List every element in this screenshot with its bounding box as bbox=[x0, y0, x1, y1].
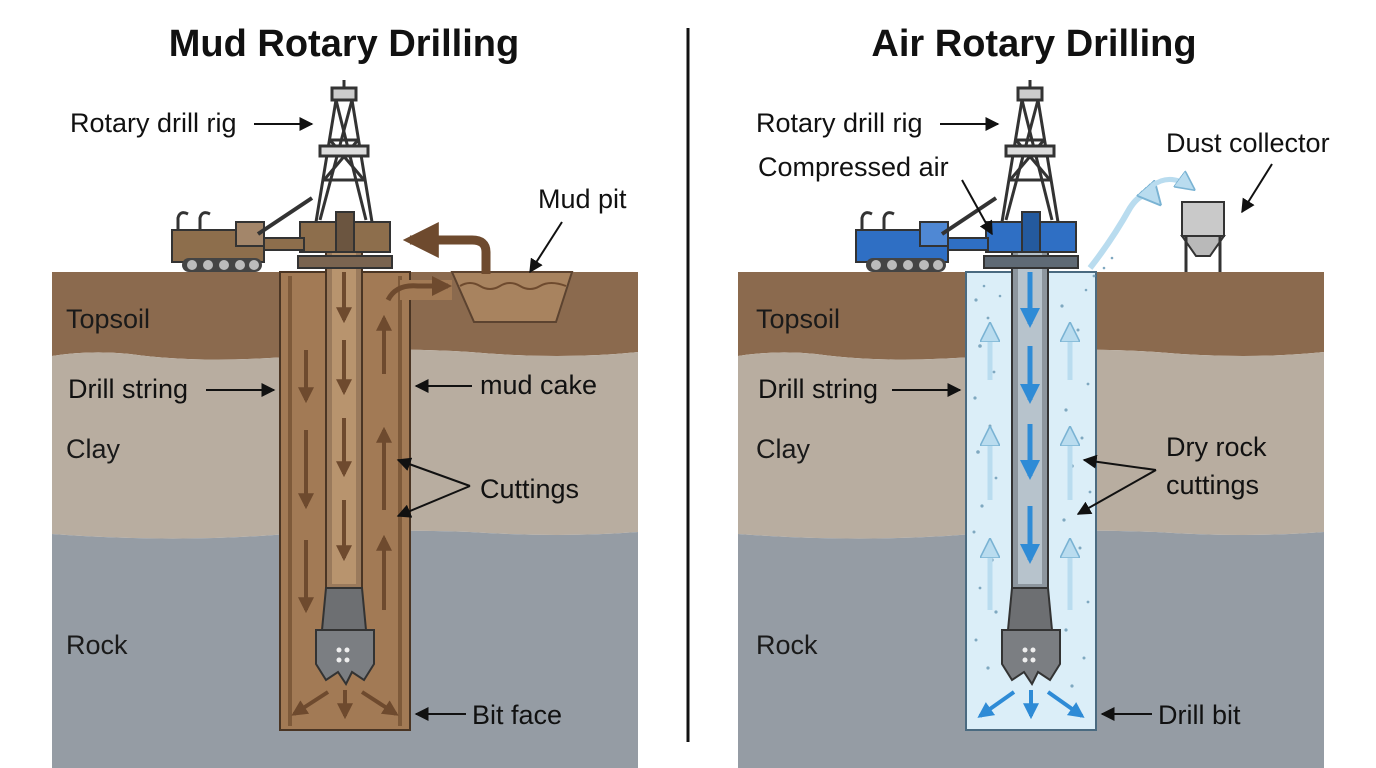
air-truck bbox=[855, 196, 998, 272]
air-panel: Air Rotary Drilling Topsoil Clay Rock bbox=[738, 23, 1330, 768]
mud-rig-label: Rotary drill rig bbox=[70, 108, 237, 138]
air-bit-nozzle bbox=[1030, 647, 1036, 653]
mud-derrick bbox=[314, 80, 374, 223]
mud-bit-nozzle bbox=[336, 657, 342, 663]
dry-rock-cuttings-label-line1: Dry rock bbox=[1166, 432, 1267, 462]
dry-rock-cuttings-callout-2 bbox=[1076, 469, 1157, 515]
air-cuttings-particles bbox=[972, 256, 1114, 688]
mud-return-arrow bbox=[385, 276, 452, 302]
dust-collector-callout bbox=[1241, 163, 1273, 214]
air-bit-nozzle bbox=[1030, 657, 1036, 663]
mud-topsoil-label: Topsoil bbox=[66, 304, 150, 334]
mud-bit-nozzle bbox=[344, 647, 350, 653]
air-rig-base bbox=[983, 255, 1079, 269]
mud-pit bbox=[450, 271, 574, 323]
air-rock-label: Rock bbox=[756, 630, 818, 660]
air-clay-label: Clay bbox=[756, 434, 811, 464]
compressed-air-label: Compressed air bbox=[758, 152, 949, 182]
air-drill-bit bbox=[1001, 629, 1061, 686]
mud-drill-bit bbox=[315, 629, 375, 686]
mud-pit-callout bbox=[529, 221, 563, 274]
mud-cake-label: mud cake bbox=[480, 370, 597, 400]
air-exhaust-arrow bbox=[1087, 195, 1158, 270]
air-exhaust-arrow-2 bbox=[1150, 179, 1192, 188]
dust-collector bbox=[1180, 201, 1226, 272]
drill-bit-label: Drill bit bbox=[1158, 700, 1241, 730]
mud-title: Mud Rotary Drilling bbox=[169, 23, 519, 65]
dry-rock-cuttings-callout-1 bbox=[1082, 454, 1157, 471]
air-derrick bbox=[1000, 80, 1060, 223]
mud-bit-nozzle bbox=[336, 647, 342, 653]
mud-pit-surface bbox=[459, 282, 567, 290]
air-kelly bbox=[1021, 211, 1041, 253]
mud-down-arrows bbox=[298, 272, 352, 614]
air-bit-jets bbox=[977, 690, 1085, 720]
mud-clay-label: Clay bbox=[66, 434, 121, 464]
mud-return-channel bbox=[400, 280, 452, 300]
mud-rig-base bbox=[297, 255, 393, 269]
air-title: Air Rotary Drilling bbox=[871, 23, 1196, 65]
mud-bit-collar bbox=[320, 587, 368, 631]
compressed-air-callout bbox=[961, 179, 993, 236]
mud-bit-face-label: Bit face bbox=[472, 700, 562, 730]
mud-panel: Mud Rotary Drilling Topsoil Clay Rock bbox=[52, 23, 638, 768]
air-drill-string-label: Drill string bbox=[758, 374, 878, 404]
mud-bit-jets bbox=[291, 690, 399, 720]
mud-pit-label: Mud pit bbox=[538, 184, 627, 214]
mud-cuttings-label: Cuttings bbox=[480, 474, 579, 504]
dust-collector-label: Dust collector bbox=[1166, 128, 1330, 158]
air-bit-nozzle bbox=[1022, 647, 1028, 653]
dry-rock-cuttings-label-line2: cuttings bbox=[1166, 470, 1259, 500]
mud-drill-string-label: Drill string bbox=[68, 374, 188, 404]
air-bit-nozzle bbox=[1022, 657, 1028, 663]
mud-rock-label: Rock bbox=[66, 630, 128, 660]
air-up-arrows bbox=[990, 326, 1070, 610]
mud-supply-arrow bbox=[402, 222, 491, 274]
mud-cuttings-callout-1 bbox=[396, 457, 471, 487]
air-bit-collar bbox=[1006, 587, 1054, 631]
mud-truck bbox=[171, 196, 314, 272]
mud-bit-nozzle bbox=[344, 657, 350, 663]
mud-kelly bbox=[335, 211, 355, 253]
mud-cuttings-callout-2 bbox=[396, 485, 471, 518]
air-rig-label: Rotary drill rig bbox=[756, 108, 923, 138]
air-topsoil-label: Topsoil bbox=[756, 304, 840, 334]
